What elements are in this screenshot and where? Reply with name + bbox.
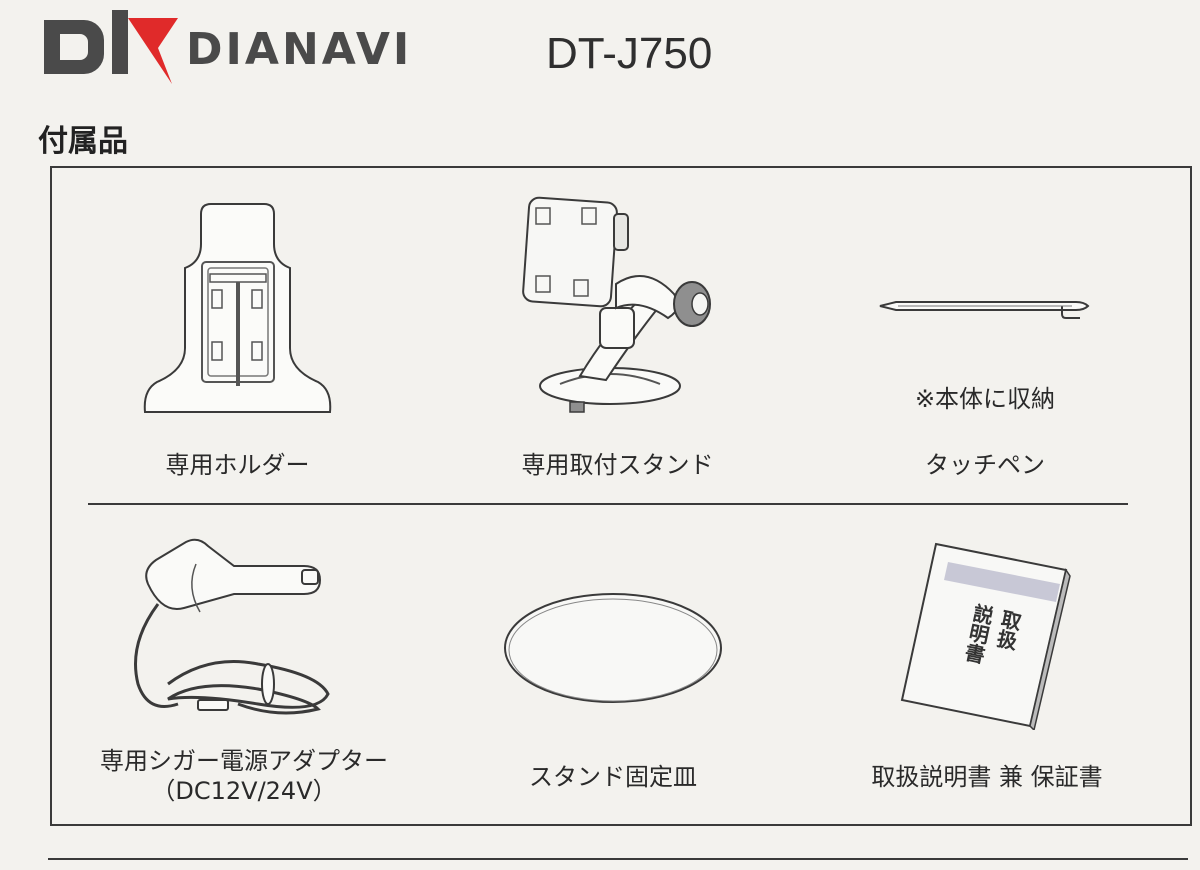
- item-label-stand: 専用取付スタンド: [521, 451, 714, 479]
- bottom-rule: [48, 858, 1188, 860]
- item-label-adapter: 専用シガー電源アダプター: [100, 747, 388, 775]
- brand-name: DIANAVI: [186, 24, 413, 75]
- suction-stand-icon: [522, 196, 711, 413]
- item-label-manual: 取扱説明書 兼 保証書: [871, 763, 1103, 791]
- section-title: 付属品: [38, 124, 128, 159]
- holder-icon: [143, 203, 332, 413]
- cigar-adapter-icon: [134, 538, 330, 715]
- accessories-box: [50, 166, 1192, 826]
- item-label-touch-pen: タッチペン: [925, 451, 1045, 479]
- manual-icon: 説明書 取扱: [900, 542, 1071, 730]
- pen-storage-note: ※本体に収納: [914, 385, 1056, 413]
- touch-pen-icon: [879, 301, 1090, 319]
- fixing-disc-icon: [504, 593, 722, 703]
- item-label-adapter-voltage: （DC12V/24V）: [151, 777, 337, 805]
- row-divider: [88, 503, 1128, 505]
- dh-logo-icon: [44, 10, 178, 84]
- item-label-holder: 専用ホルダー: [165, 451, 310, 479]
- model-number: DT-J750: [546, 29, 713, 78]
- item-label-disc: スタンド固定皿: [529, 763, 697, 791]
